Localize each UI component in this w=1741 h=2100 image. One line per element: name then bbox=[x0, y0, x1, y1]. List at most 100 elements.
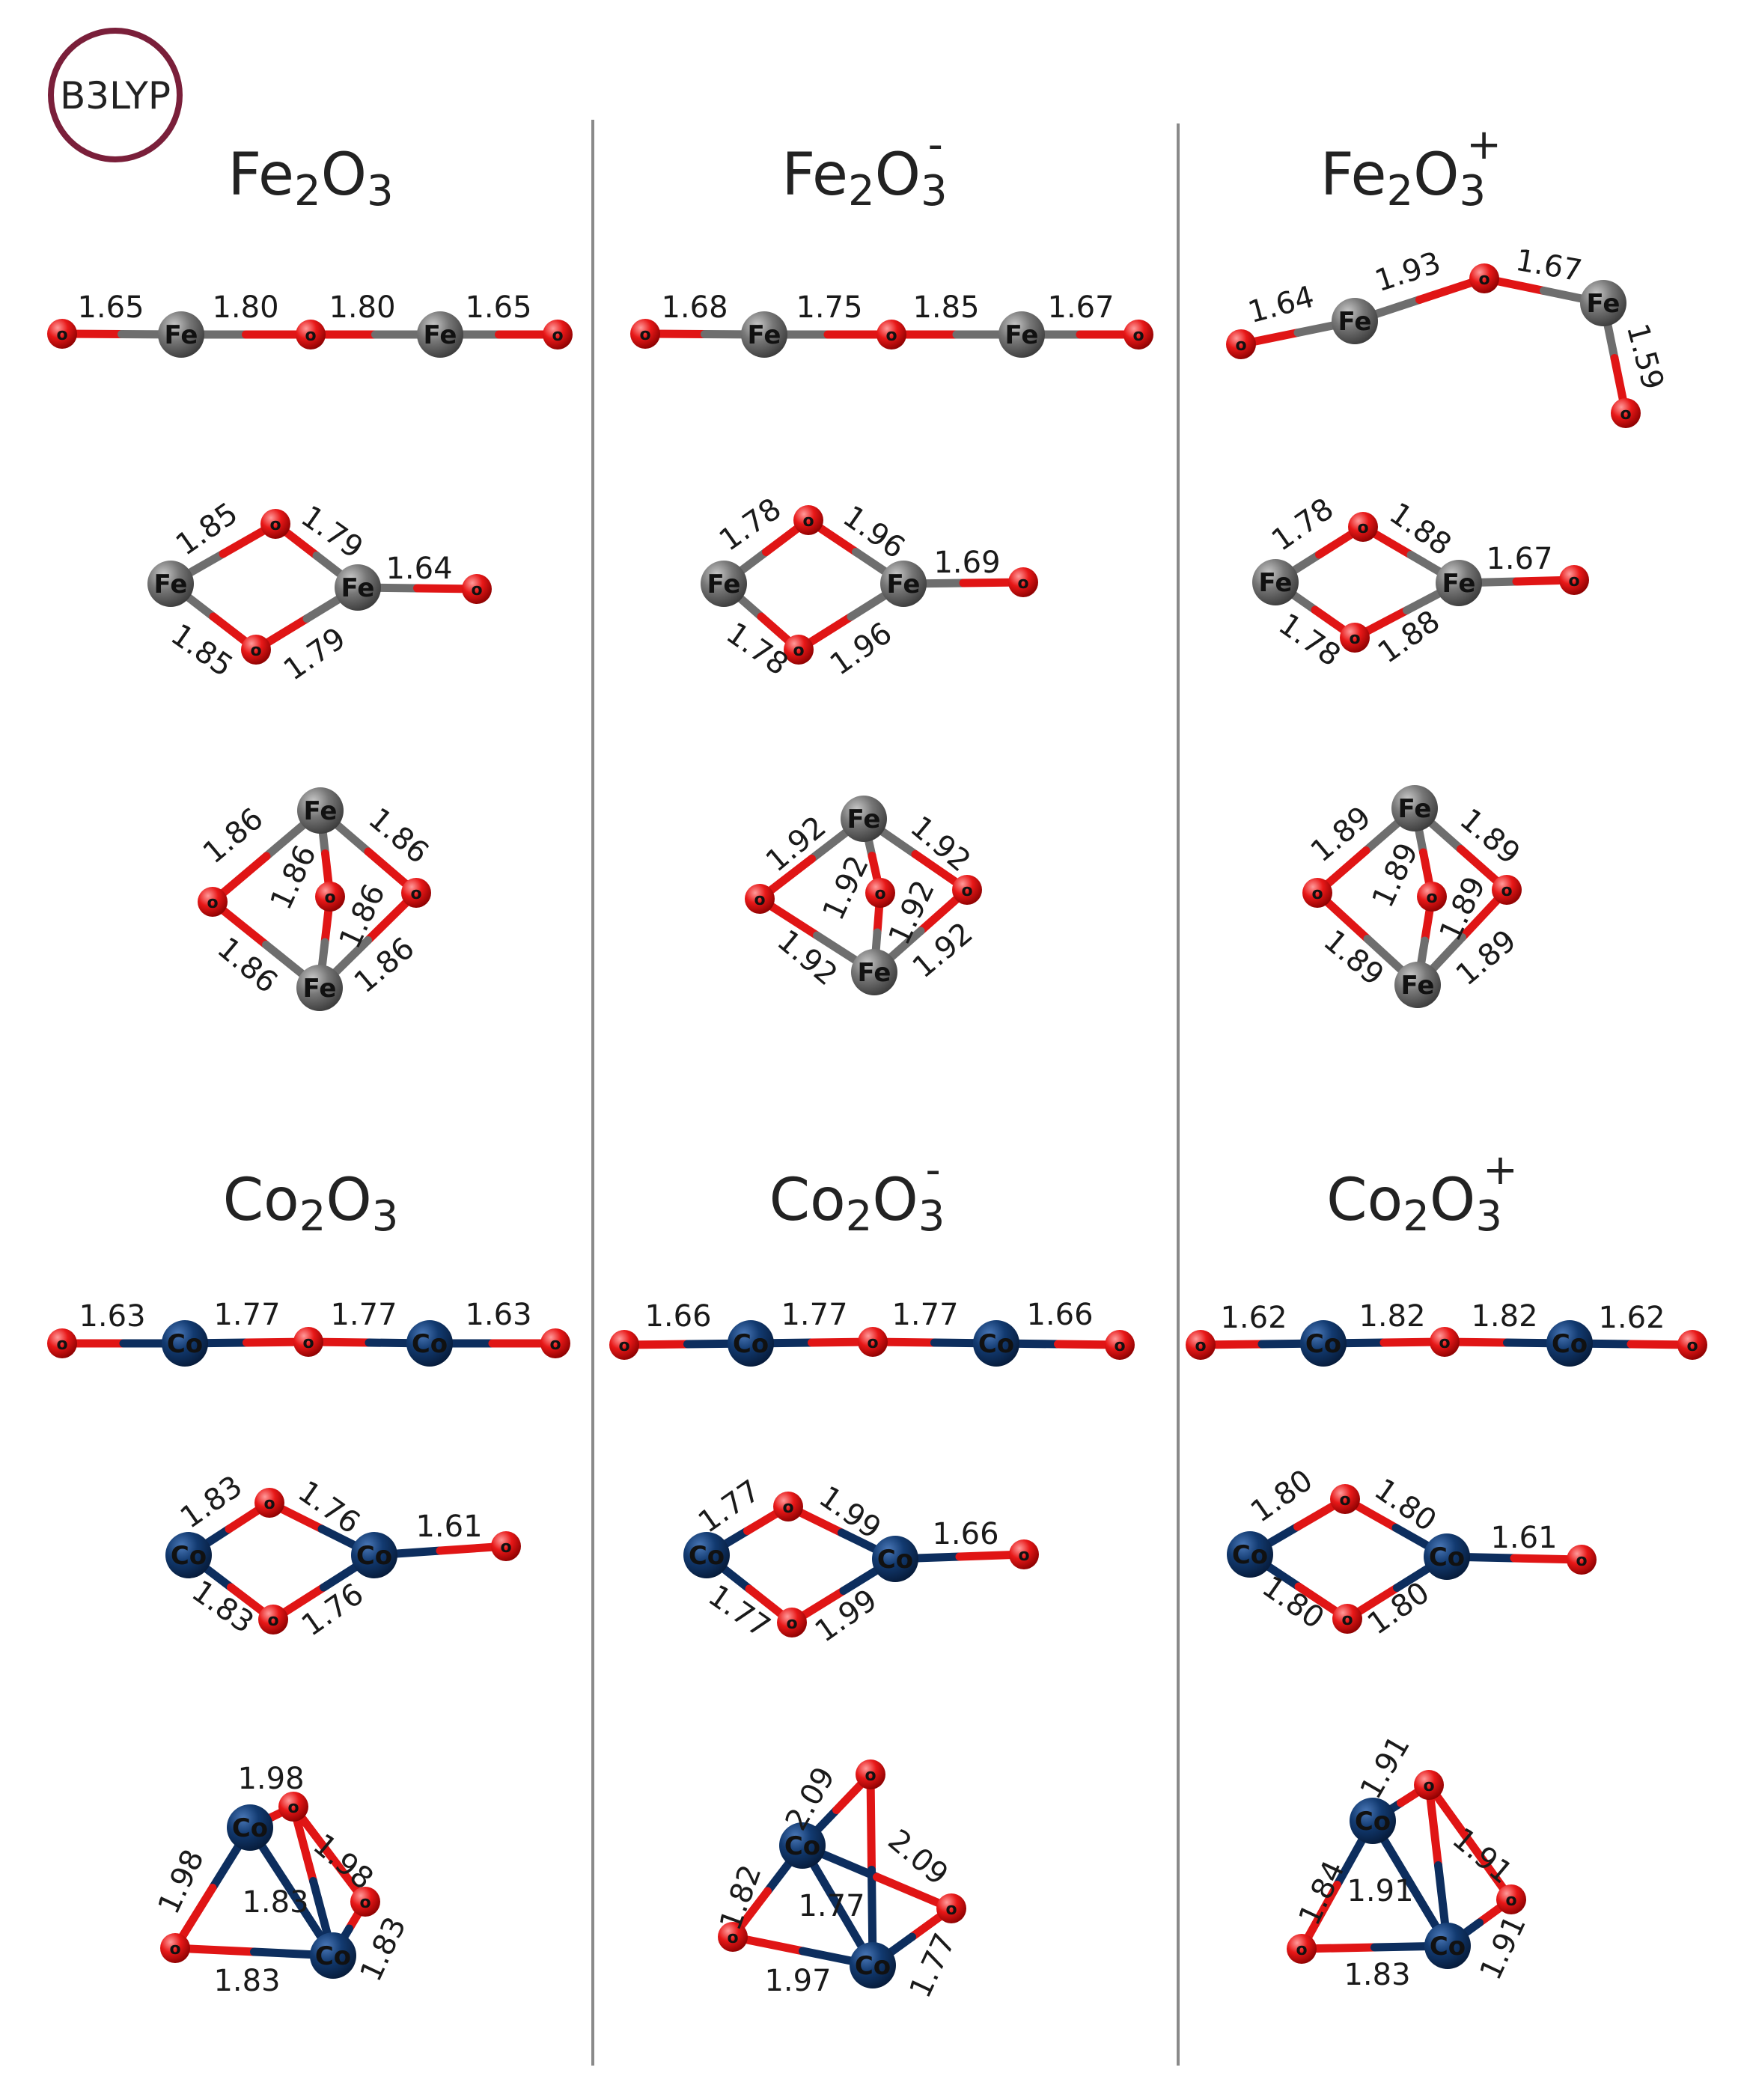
oxygen-atom bbox=[1332, 1604, 1362, 1634]
bond-length-label: 1.61 bbox=[1490, 1521, 1557, 1555]
charge-sign: + bbox=[1483, 1146, 1518, 1194]
oxygen-atom bbox=[254, 1488, 284, 1518]
oxygen-atom bbox=[876, 320, 906, 350]
bond-length-label: 1.89 bbox=[1317, 924, 1390, 992]
bond-length-label: 1.98 bbox=[237, 1762, 304, 1796]
atom-label: o bbox=[754, 891, 765, 909]
bond-length-label: 1.80 bbox=[212, 290, 278, 325]
atom-label: o bbox=[782, 1498, 793, 1517]
atom-label: Co bbox=[855, 1951, 891, 1981]
oxygen-atom bbox=[47, 1328, 77, 1358]
atom-label: o bbox=[1235, 336, 1246, 355]
oxygen-atom bbox=[630, 319, 660, 349]
oxygen-atom bbox=[1567, 1545, 1597, 1575]
bond-length-label: 1.77 bbox=[213, 1298, 280, 1332]
co-atom bbox=[1227, 1531, 1273, 1578]
bond-length-label: 1.78 bbox=[720, 616, 794, 683]
method-badge: B3LYP bbox=[48, 28, 183, 162]
oxygen-atom bbox=[160, 1933, 190, 1963]
atom-label: o bbox=[1576, 1551, 1587, 1570]
bond-length-label: 1.67 bbox=[1513, 243, 1585, 289]
oxygen-atom bbox=[198, 887, 228, 917]
atom-label: o bbox=[1018, 1546, 1029, 1565]
atom-label: o bbox=[786, 1614, 797, 1633]
atom-label: o bbox=[1339, 1491, 1350, 1510]
atom-label: Co bbox=[1430, 1932, 1466, 1962]
oxygen-atom bbox=[462, 574, 492, 604]
oxygen-atom bbox=[260, 509, 290, 539]
fe-atom bbox=[741, 311, 787, 358]
oxygen-atom bbox=[745, 884, 775, 914]
atom-label: Co bbox=[733, 1329, 769, 1359]
fe-atom bbox=[147, 561, 194, 607]
oxygen-atom bbox=[952, 875, 982, 905]
panel-title: Co2O3 bbox=[223, 1167, 399, 1241]
co-atom bbox=[973, 1320, 1019, 1367]
atom-label: o bbox=[56, 326, 67, 344]
bond-length-label: 1.97 bbox=[764, 1964, 831, 1998]
fe-atom bbox=[701, 561, 747, 607]
atom-label: o bbox=[1426, 888, 1437, 907]
atom-label: Fe bbox=[165, 320, 198, 350]
co-atom bbox=[872, 1536, 918, 1582]
oxygen-atom bbox=[1496, 1884, 1526, 1914]
bond-length-label: 1.67 bbox=[1486, 542, 1552, 576]
atom-label: o bbox=[302, 1334, 314, 1352]
atom-label: Fe bbox=[1259, 568, 1293, 598]
fe-atom bbox=[417, 311, 463, 358]
oxygen-atom bbox=[1009, 1539, 1039, 1569]
atom-label: o bbox=[267, 1611, 278, 1630]
bond-length-label: 1.77 bbox=[702, 1578, 776, 1645]
atom-label: o bbox=[263, 1495, 275, 1513]
oxygen-atom bbox=[401, 878, 431, 908]
atom-label: Fe bbox=[1005, 320, 1039, 350]
atom-label: o bbox=[1501, 882, 1512, 900]
bond-length-label: 1.82 bbox=[1471, 1299, 1537, 1334]
atom-label: Co bbox=[978, 1329, 1014, 1359]
atom-label: o bbox=[1620, 405, 1631, 424]
bond-length-label: 1.64 bbox=[385, 552, 452, 586]
oxygen-atom bbox=[258, 1605, 288, 1634]
atom-label: o bbox=[867, 1334, 878, 1352]
oxygen-atom bbox=[1226, 329, 1256, 359]
oxygen-atom bbox=[865, 878, 895, 908]
co-atom bbox=[310, 1932, 356, 1979]
co-atom bbox=[351, 1532, 397, 1578]
atom-label: Co bbox=[167, 1329, 203, 1359]
bond-length-label: 1.79 bbox=[295, 499, 369, 566]
atom-label: o bbox=[305, 326, 316, 345]
atom-label: Fe bbox=[424, 320, 457, 350]
bond-length-label: 1.86 bbox=[210, 931, 284, 1000]
oxygen-atom bbox=[491, 1531, 521, 1561]
atom-label: Co bbox=[356, 1541, 392, 1571]
atom-label: o bbox=[56, 1335, 67, 1354]
atom-label: o bbox=[549, 1335, 561, 1354]
atom-label: o bbox=[359, 1893, 371, 1912]
atom-label: Co bbox=[689, 1541, 725, 1571]
oxygen-atom bbox=[1287, 1934, 1317, 1964]
bond-length-label: 1.77 bbox=[781, 1298, 847, 1332]
atom-label: o bbox=[727, 1929, 738, 1947]
panel-title: Co2O3- bbox=[769, 1146, 945, 1241]
bond-length-label: 1.65 bbox=[77, 290, 144, 325]
fe-atom bbox=[1580, 280, 1626, 326]
atom-label: o bbox=[865, 1766, 876, 1785]
bond bbox=[866, 1770, 876, 1874]
atom-label: o bbox=[1195, 1337, 1206, 1355]
fe-atom bbox=[335, 564, 381, 611]
atom-label: Co bbox=[1429, 1542, 1465, 1572]
atom-label: Co bbox=[171, 1541, 207, 1571]
oxygen-atom bbox=[936, 1893, 966, 1923]
atom-label: Co bbox=[877, 1545, 913, 1575]
